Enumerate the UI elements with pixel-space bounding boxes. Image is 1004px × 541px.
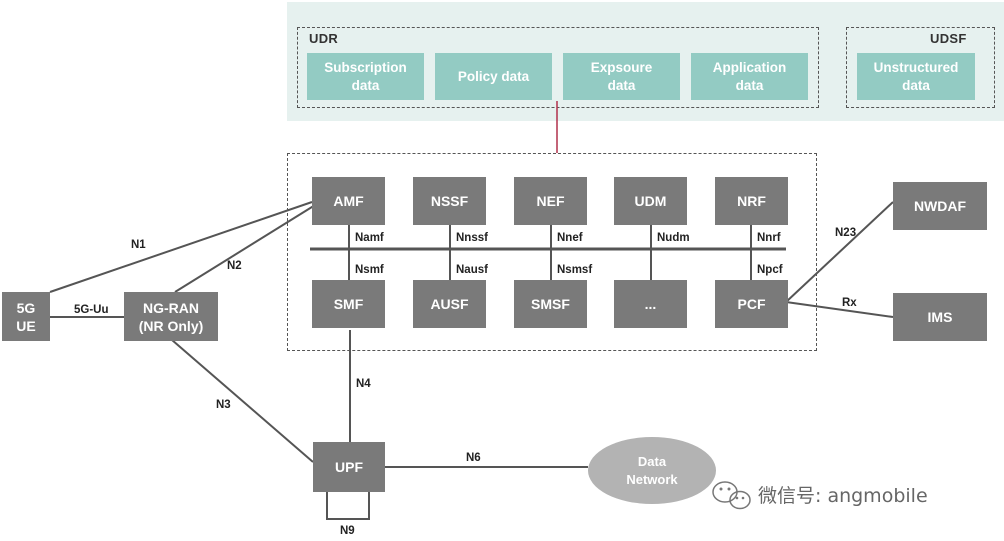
- link-label-n9: N9: [340, 525, 355, 537]
- label-nsmsf: Nsmsf: [557, 264, 593, 276]
- nf-nssf: NSSF: [413, 177, 486, 225]
- nf-smsf: SMSF: [514, 280, 587, 328]
- nf-nef: NEF: [514, 177, 587, 225]
- udr-policy-data: Policy data: [435, 53, 552, 100]
- link-label-5g-uu: 5G-Uu: [74, 304, 109, 316]
- nf-pcf: PCF: [715, 280, 788, 328]
- udr-application-data: Application data: [691, 53, 808, 100]
- udsf-label: UDSF: [930, 31, 967, 46]
- core-network-group: [287, 153, 817, 351]
- node-5g-ue: 5G UE: [2, 292, 50, 341]
- label-npcf: Npcf: [757, 264, 783, 276]
- udr-group: [297, 27, 819, 108]
- link-label-n1: N1: [131, 239, 146, 251]
- nf-udm: UDM: [614, 177, 687, 225]
- nf-smf: SMF: [312, 280, 385, 328]
- nf-ellipsis: ...: [614, 280, 687, 328]
- udr-label: UDR: [309, 31, 339, 46]
- link-label-n4: N4: [356, 378, 371, 390]
- label-nnssf: Nnssf: [456, 232, 488, 244]
- udr-subscription-data: Subscription data: [307, 53, 424, 100]
- link-label-rx: Rx: [842, 297, 857, 309]
- watermark: 微信号: angmobile: [758, 485, 928, 507]
- link-label-n6: N6: [466, 452, 481, 464]
- data-network-cloud: Data Network: [588, 437, 716, 504]
- udr-exposure-data: Expsoure data: [563, 53, 680, 100]
- nf-nrf: NRF: [715, 177, 788, 225]
- udsf-unstructured-data: Unstructured data: [857, 53, 975, 100]
- label-nudm: Nudm: [657, 232, 690, 244]
- link-label-n3: N3: [216, 399, 231, 411]
- node-ims: IMS: [893, 293, 987, 341]
- nf-ausf: AUSF: [413, 280, 486, 328]
- node-ng-ran: NG-RAN (NR Only): [124, 292, 218, 341]
- label-nsmf: Nsmf: [355, 264, 384, 276]
- node-upf: UPF: [313, 442, 385, 492]
- label-nnrf: Nnrf: [757, 232, 781, 244]
- node-nwdaf: NWDAF: [893, 182, 987, 230]
- link-label-n2: N2: [227, 260, 242, 272]
- udsf-group: [846, 27, 995, 108]
- label-namf: Namf: [355, 232, 384, 244]
- link-label-n23: N23: [835, 227, 857, 239]
- label-nausf: Nausf: [456, 264, 488, 276]
- nf-amf: AMF: [312, 177, 385, 225]
- label-nnef: Nnef: [557, 232, 583, 244]
